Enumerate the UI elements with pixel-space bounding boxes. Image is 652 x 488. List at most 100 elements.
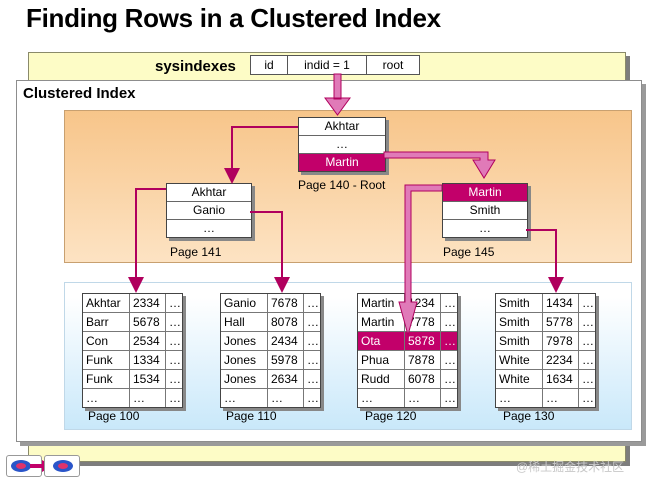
- leaf-cell: 8078: [268, 313, 304, 331]
- leaf-cell: Rudd: [358, 370, 405, 388]
- search-path-arrow: [383, 151, 496, 179]
- leaf-cell: …: [307, 353, 319, 367]
- child-pointer-arrow: [128, 188, 166, 293]
- child-pointer-arrow: [224, 126, 298, 184]
- leaf-cell: …: [169, 353, 181, 367]
- previous-arrow-icon: [11, 460, 31, 472]
- child-pointer-arrow: [526, 229, 564, 293]
- leaf-cell: …: [582, 391, 594, 405]
- leaf-cell: …: [307, 334, 319, 348]
- leaf-cell: …: [496, 389, 543, 407]
- leaf-cell: 7878: [405, 351, 441, 369]
- sysindexes-table: id indid = 1 root: [250, 55, 420, 75]
- intermediate-page-node: Martin Smith …: [442, 183, 528, 238]
- root-page-node: Akhtar … Martin: [298, 117, 386, 172]
- leaf-cell: 1534: [130, 370, 166, 388]
- leaf-cell: …: [169, 296, 181, 310]
- leaf-cell: …: [444, 315, 456, 329]
- watermark: @稀土掘金技术社区: [516, 460, 625, 474]
- leaf-cell: Hall: [221, 313, 268, 331]
- leaf-page-label: Page 110: [226, 409, 277, 423]
- leaf-cell: 2434: [268, 332, 304, 350]
- intermediate-row: …: [479, 221, 491, 235]
- search-path-arrow: [398, 184, 443, 337]
- leaf-cell: 7678: [268, 294, 304, 312]
- previous-slide-button[interactable]: [6, 455, 42, 477]
- leaf-cell: 1334: [130, 351, 166, 369]
- leaf-cell: …: [307, 315, 319, 329]
- leaf-cell: Funk: [83, 370, 130, 388]
- leaf-cell: 2534: [130, 332, 166, 350]
- leaf-cell: Barr: [83, 313, 130, 331]
- leaf-cell: …: [582, 372, 594, 386]
- leaf-row: ………: [496, 389, 595, 407]
- leaf-cell: White: [496, 370, 543, 388]
- intermediate-page-label: Page 145: [443, 245, 495, 259]
- leaf-cell: 5778: [543, 313, 579, 331]
- leaf-cell: …: [444, 372, 456, 386]
- leaf-cell: Akhtar: [83, 294, 130, 312]
- leaf-cell: …: [405, 389, 441, 407]
- next-slide-button[interactable]: [44, 455, 80, 477]
- sysindexes-label: sysindexes: [155, 58, 236, 75]
- sysindexes-col-indid: indid = 1: [288, 56, 367, 74]
- leaf-cell: Smith: [496, 294, 543, 312]
- sysindexes-col-root: root: [382, 58, 404, 72]
- leaf-cell: Phua: [358, 351, 405, 369]
- leaf-cell: …: [582, 353, 594, 367]
- leaf-cell: …: [169, 334, 181, 348]
- leaf-cell: Ganio: [221, 294, 268, 312]
- clustered-index-label: Clustered Index: [23, 85, 136, 102]
- leaf-cell: …: [582, 315, 594, 329]
- leaf-cell: …: [307, 296, 319, 310]
- intermediate-row: Smith: [443, 202, 527, 220]
- intermediate-row: Akhtar: [167, 184, 251, 202]
- leaf-cell: Con: [83, 332, 130, 350]
- sysindexes-col-id: id: [251, 56, 288, 74]
- intermediate-row: Ganio: [167, 202, 251, 220]
- leaf-cell: 5978: [268, 351, 304, 369]
- leaf-cell: …: [307, 372, 319, 386]
- leaf-cell: …: [169, 315, 181, 329]
- root-row: Akhtar: [299, 118, 385, 136]
- leaf-cell: Jones: [221, 332, 268, 350]
- leaf-cell: 7778: [405, 313, 441, 331]
- leaf-cell: …: [221, 389, 268, 407]
- leaf-cell: …: [444, 353, 456, 367]
- leaf-cell: Smith: [496, 313, 543, 331]
- leaf-cell: …: [130, 389, 166, 407]
- root-row: …: [299, 136, 385, 154]
- intermediate-page-node: Akhtar Ganio …: [166, 183, 252, 238]
- root-page-label: Page 140 - Root: [298, 178, 386, 192]
- leaf-cell: Smith: [496, 332, 543, 350]
- leaf-cell: Jones: [221, 370, 268, 388]
- leaf-cell: …: [582, 296, 594, 310]
- leaf-cell: 6078: [405, 370, 441, 388]
- leaf-cell: Ota: [358, 332, 405, 350]
- leaf-cell: …: [169, 372, 181, 386]
- leaf-cell: 1434: [543, 294, 579, 312]
- leaf-row: ………: [83, 389, 182, 407]
- leaf-cell: …: [268, 389, 304, 407]
- leaf-cell: 7978: [543, 332, 579, 350]
- leaf-cell: …: [444, 334, 456, 348]
- root-pointer-arrow: [324, 73, 351, 116]
- page-title: Finding Rows in a Clustered Index: [26, 3, 441, 33]
- leaf-cell: …: [358, 389, 405, 407]
